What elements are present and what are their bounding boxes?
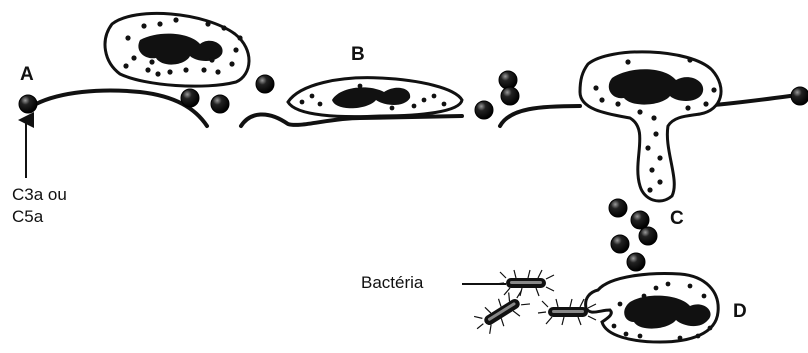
particle [611, 235, 629, 253]
particle [639, 227, 657, 245]
particle [475, 101, 493, 119]
particle [211, 95, 229, 113]
label-bacteria: Bactéria [361, 272, 423, 293]
particle [181, 89, 199, 107]
particle [631, 211, 649, 229]
bacterium [470, 286, 533, 339]
particle [499, 71, 517, 89]
neutrophil-top-left [105, 13, 249, 86]
neutrophil-b [288, 78, 462, 117]
neutrophil-d [586, 274, 719, 342]
neutrophil-c [580, 52, 721, 201]
label-b: B [351, 44, 365, 66]
particle [609, 199, 627, 217]
label-c3a-line2: C5a [12, 206, 43, 227]
label-a: A [20, 64, 34, 86]
label-d: D [733, 301, 747, 323]
particle [791, 87, 808, 105]
vessel-wall-segment-3 [500, 106, 580, 126]
label-c: C [670, 208, 684, 230]
particle [501, 87, 519, 105]
label-c3a-line1: C3a ou [12, 184, 67, 205]
particle [19, 95, 37, 113]
particle [627, 253, 645, 271]
particle [256, 75, 274, 93]
bacteria [470, 270, 596, 339]
